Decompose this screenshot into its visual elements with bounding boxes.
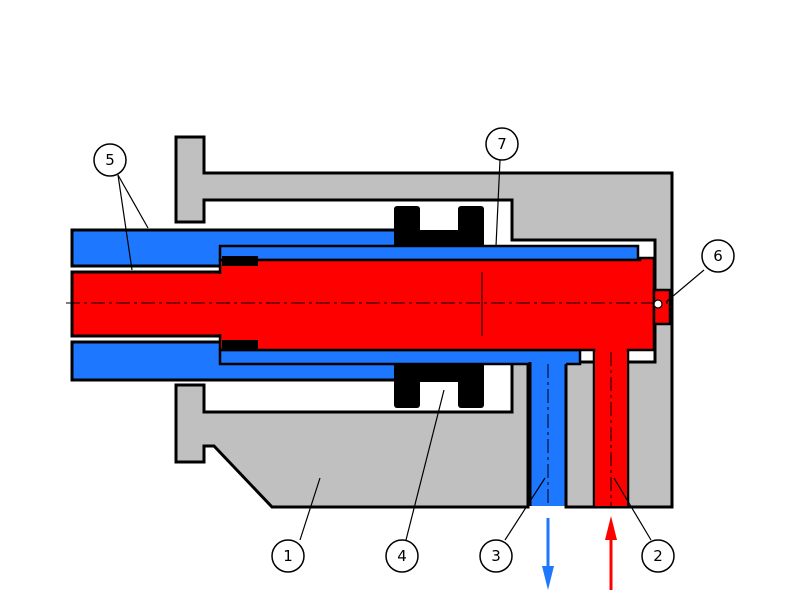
hot-inlet-arrow <box>605 516 617 590</box>
callout-7-circle <box>485 127 519 161</box>
end-plug-ball <box>653 299 663 309</box>
leader-lines <box>117 159 705 541</box>
leader-4 <box>405 389 445 541</box>
callout-3-label: 3 <box>491 547 501 565</box>
callout-7: 7 <box>485 127 519 161</box>
flow-arrows <box>542 516 617 590</box>
callout-3: 3 <box>479 539 513 573</box>
leader-3 <box>504 477 546 541</box>
callout-1-circle <box>271 539 305 573</box>
housing-upper <box>174 135 674 509</box>
callout-1: 1 <box>271 539 305 573</box>
inner-shoulder-top <box>222 256 258 266</box>
cold-outlet-arrow <box>542 518 554 590</box>
callouts: 1 2 3 4 5 6 7 <box>93 127 735 573</box>
callout-2-label: 2 <box>653 547 663 565</box>
callout-5: 5 <box>93 143 127 177</box>
seals <box>394 206 484 408</box>
callout-2-circle <box>641 539 675 573</box>
seal-bottom-link <box>394 364 484 382</box>
callout-3-circle <box>479 539 513 573</box>
inner-shoulder-bottom <box>222 340 258 350</box>
callout-4-label: 4 <box>397 547 407 565</box>
center-lines <box>66 302 668 506</box>
inner-tube <box>70 256 672 508</box>
hot-inlet-arrow-head <box>605 516 617 540</box>
callout-5-label: 5 <box>105 151 115 169</box>
callout-6: 6 <box>701 239 735 273</box>
hot-core-overlay <box>74 274 480 334</box>
seal-top-link <box>394 230 484 246</box>
callout-2: 2 <box>641 539 675 573</box>
callout-4: 4 <box>385 539 419 573</box>
outer-shaft <box>70 228 640 506</box>
leader-7 <box>495 159 501 247</box>
cold-outlet-arrow-head <box>542 566 554 590</box>
leader-5b <box>117 174 133 271</box>
cold-annulus-lower <box>218 348 582 366</box>
leader-2 <box>613 477 652 541</box>
callout-7-label: 7 <box>497 135 507 153</box>
end-plug <box>652 288 672 326</box>
callout-4-circle <box>385 539 419 573</box>
leader-1 <box>299 477 321 541</box>
leader-5a <box>117 174 149 229</box>
leader-6 <box>665 269 705 303</box>
callout-6-label: 6 <box>713 247 723 265</box>
callout-1-label: 1 <box>283 547 293 565</box>
callout-5-circle <box>93 143 127 177</box>
cold-annulus-upper <box>218 244 640 262</box>
callout-6-circle <box>701 239 735 273</box>
